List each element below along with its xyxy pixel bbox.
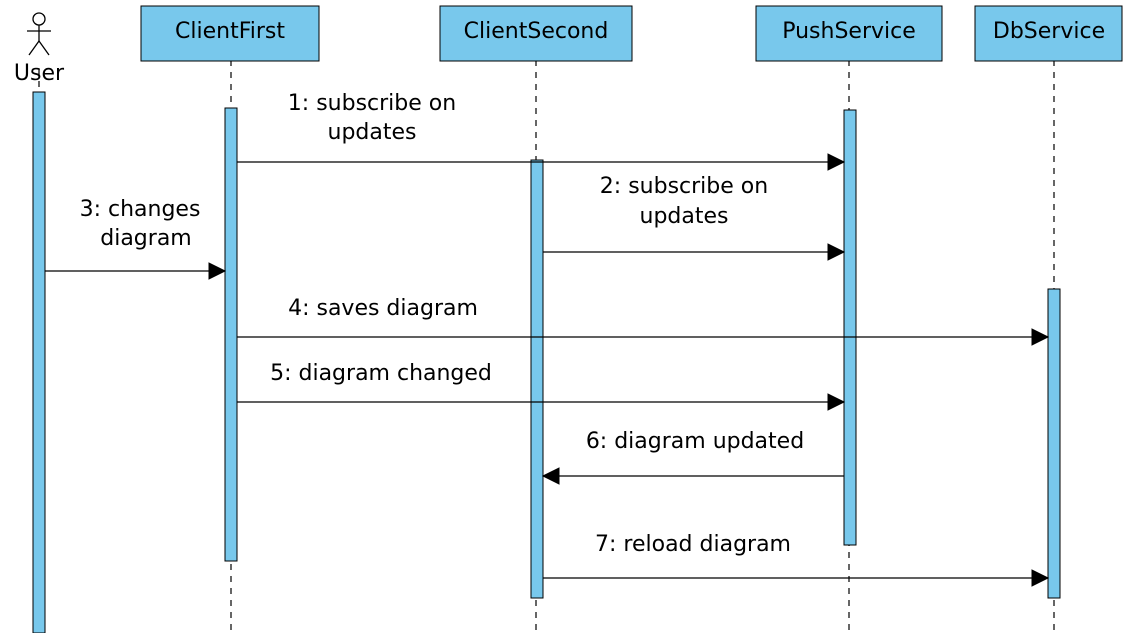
message-4-group: 4: saves diagram (237, 296, 1050, 346)
message-5-label: 5: diagram changed (270, 361, 492, 386)
message-3-group: 3: changes diagram (45, 197, 227, 280)
message-2-label-line-2: updates (640, 204, 729, 229)
message-6-arrowhead (541, 467, 560, 485)
actor-label-user: User (14, 61, 65, 86)
message-2-label-line-1: 2: subscribe on (600, 174, 768, 199)
message-3-label-line-2: diagram (100, 226, 191, 251)
lifeline-clientsecond-group: ClientSecond (439, 5, 633, 633)
actor-user-group: User (14, 12, 65, 633)
clientfirst-activation-bar (224, 107, 238, 562)
message-6-label: 6: diagram updated (586, 429, 804, 454)
message-1-group: 1: subscribe on updates (237, 91, 846, 171)
clientsecond-label: ClientSecond (464, 19, 609, 44)
message-1-arrowhead (827, 153, 846, 171)
message-1-label-line-1: 1: subscribe on (288, 91, 456, 116)
message-2-group: 2: subscribe on updates (543, 174, 846, 261)
message-5-arrowhead (827, 393, 846, 411)
clientfirst-header (140, 5, 320, 62)
message-1-label-line-2: updates (328, 120, 417, 145)
pushservice-label: PushService (782, 19, 916, 44)
message-6-group: 6: diagram updated (541, 429, 844, 485)
pushservice-header (755, 5, 943, 62)
dbservice-label: DbService (993, 19, 1105, 44)
message-7-group: 7: reload diagram (543, 532, 1050, 587)
message-4-arrowhead (1031, 328, 1050, 346)
message-4-label: 4: saves diagram (288, 296, 478, 321)
lifeline-pushservice-group: PushService (755, 5, 943, 633)
user-icon (27, 12, 51, 56)
clientsecond-activation-bar (530, 159, 544, 599)
message-7-arrowhead (1031, 569, 1050, 587)
clientfirst-label: ClientFirst (175, 19, 285, 44)
message-3-label-line-1: 3: changes (80, 197, 201, 222)
dbservice-activation-bar (1047, 288, 1061, 599)
message-3-arrowhead (208, 262, 227, 280)
message-5-group: 5: diagram changed (237, 361, 846, 411)
lifeline-dbservice-group: DbService (974, 5, 1123, 633)
clientsecond-header (439, 5, 633, 62)
pushservice-activation-bar (843, 109, 857, 546)
lifeline-clientfirst-group: ClientFirst (140, 5, 320, 633)
message-7-label: 7: reload diagram (595, 532, 791, 557)
dbservice-header (974, 5, 1123, 62)
message-2-arrowhead (827, 243, 846, 261)
user-activation-bar (32, 91, 46, 633)
